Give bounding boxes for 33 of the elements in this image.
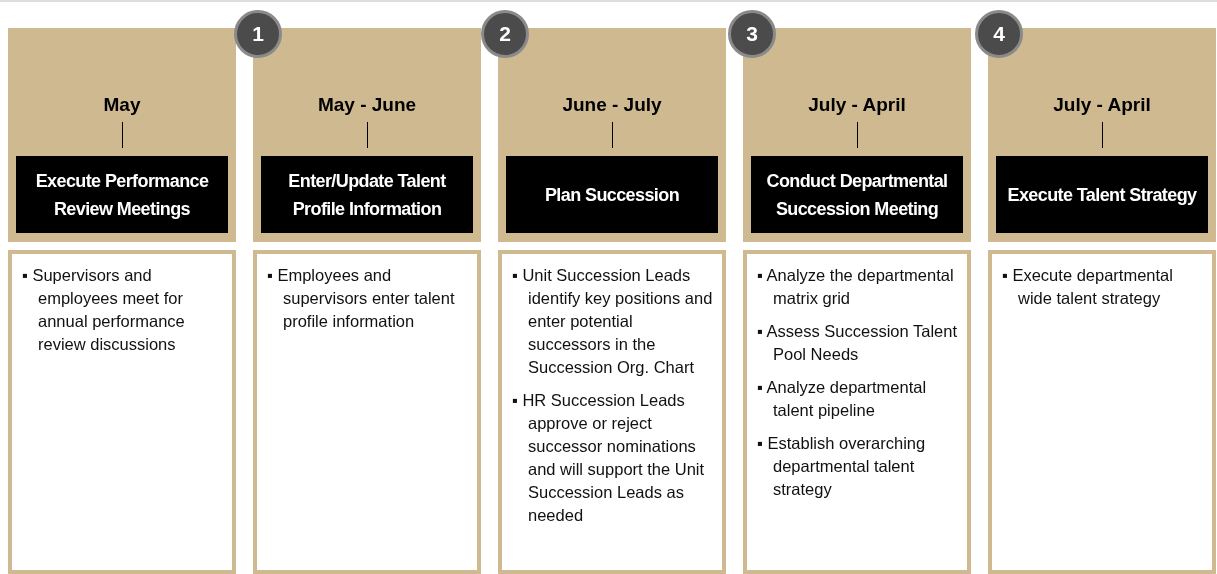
step-title: Enter/Update Talent Profile Information — [261, 156, 473, 233]
bullet-text: ▪ Execute departmental wide talent strategy — [1002, 265, 1174, 309]
step-title: Execute Talent Strategy — [996, 156, 1208, 233]
content-card — [988, 250, 1216, 574]
header-panel — [498, 28, 726, 242]
step-title: Conduct Departmental Succession Meeting — [751, 156, 963, 233]
step-number: 4 — [975, 10, 1023, 58]
bullet-text: ▪ Analyze departmental talent pipeline — [757, 377, 928, 421]
header-panel — [8, 28, 236, 242]
header-panel — [253, 28, 481, 242]
step-number: 2 — [481, 10, 529, 58]
content-card — [253, 250, 481, 574]
step-title: Plan Succession — [506, 156, 718, 233]
header-panel — [988, 28, 1216, 242]
date-label: May — [102, 94, 142, 116]
bullet-text: ▪ Assess Succession Talent Pool Needs — [757, 321, 958, 365]
date-label: July - April — [1052, 94, 1152, 116]
step-number: 1 — [234, 10, 282, 58]
step-title: Execute Performance Review Meetings — [16, 156, 228, 233]
date-label: July - April — [807, 94, 907, 116]
bullet-text: ▪ Supervisors and employees meet for annual performance review discussions — [22, 265, 186, 355]
content-card — [8, 250, 236, 574]
content-card — [498, 250, 726, 574]
date-label: June - July — [561, 94, 663, 116]
bullet-text: ▪ HR Succession Leads approve or reject successor nominations and will support the Unit Succession Leads as needed — [512, 390, 706, 526]
bullet-text: ▪ Unit Succession Leads identify key positions and enter potential successors in the Succession Org. Chart — [512, 265, 714, 378]
bullet-text: ▪ Employees and supervisors enter talent profile information — [267, 265, 456, 332]
content-card — [743, 250, 971, 574]
bullet-text: ▪ Analyze the departmental matrix grid — [757, 265, 955, 309]
step-number: 3 — [728, 10, 776, 58]
bullet-text: ▪ Establish overarching departmental talent strategy — [757, 433, 927, 500]
date-label: May - June — [316, 94, 418, 116]
header-panel — [743, 28, 971, 242]
